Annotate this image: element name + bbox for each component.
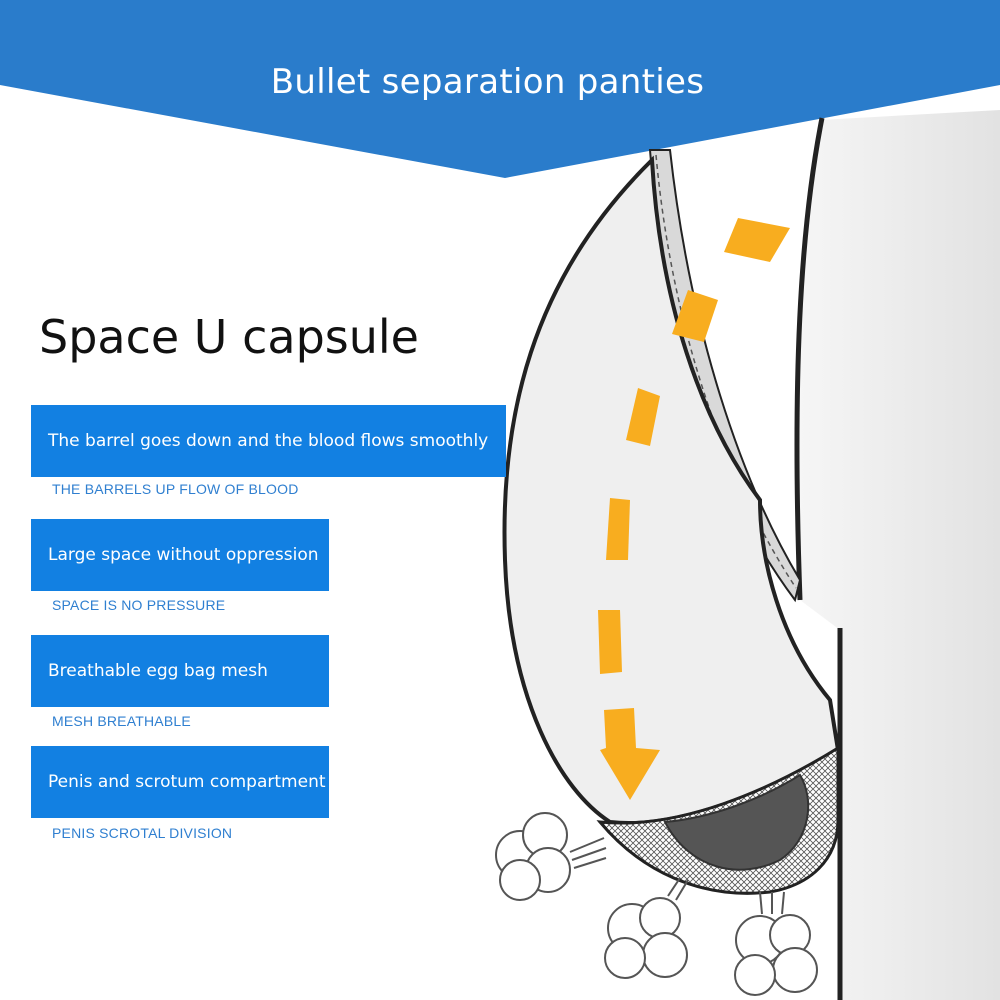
waistband-stitch	[655, 154, 797, 589]
mesh-dark-panel	[663, 773, 810, 871]
feature-title: Penis and scrotum compartment	[48, 772, 326, 792]
feature-box-compartment: Penis and scrotum compartment	[31, 746, 329, 818]
banner-shape	[0, 0, 1000, 178]
feature-subtitle: PENIS SCROTAL DIVISION	[52, 825, 233, 841]
section-heading: Space U capsule	[39, 310, 419, 364]
air-lines	[569, 837, 785, 915]
feature-title: Large space without oppression	[48, 545, 319, 565]
hip-outline	[794, 117, 825, 601]
product-illustration	[495, 110, 1000, 1000]
feature-subtitle: THE BARRELS UP FLOW OF BLOOD	[52, 481, 299, 497]
top-banner	[0, 0, 1000, 178]
feature-subtitle: MESH BREATHABLE	[52, 713, 191, 729]
feature-title: Breathable egg bag mesh	[48, 661, 268, 681]
feature-box-mesh: Breathable egg bag mesh	[31, 635, 329, 707]
air-puff-icon	[495, 812, 818, 996]
banner-title: Bullet separation panties	[270, 62, 705, 102]
feature-box-space: Large space without oppression	[31, 519, 329, 591]
feature-subtitle: SPACE IS NO PRESSURE	[52, 597, 226, 613]
feature-box-barrel: The barrel goes down and the blood flows…	[31, 405, 506, 477]
hip-shape	[796, 110, 1000, 1000]
dashed-arrow-icon	[598, 218, 790, 800]
feature-title: The barrel goes down and the blood flows…	[48, 431, 489, 451]
